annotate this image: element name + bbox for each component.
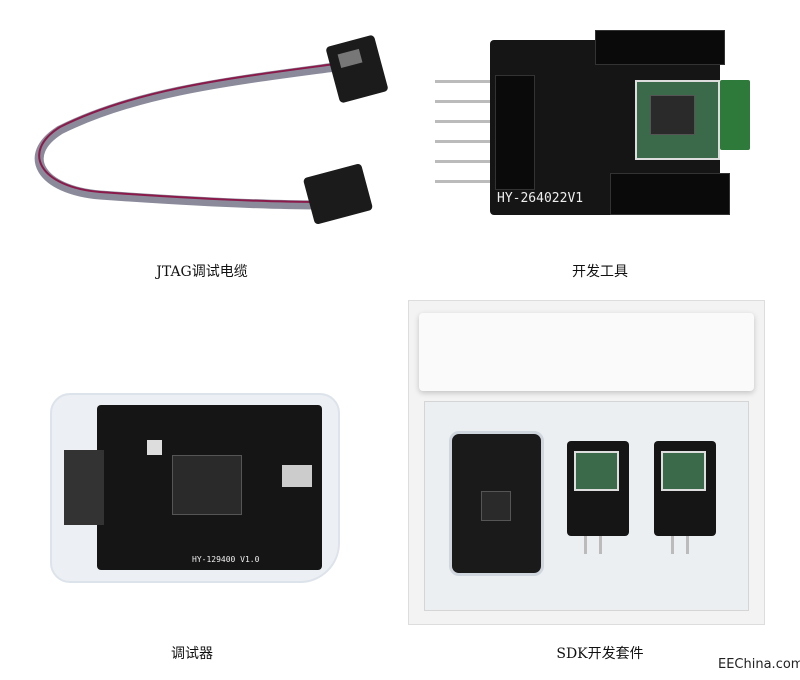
caption-dev-tool: 开发工具	[572, 264, 628, 280]
watermark: EEChina.com	[718, 657, 800, 672]
caption-debugger: 调试器	[171, 646, 213, 662]
caption-sdk-kit: SDK开发套件	[556, 646, 644, 662]
caption-jtag-cable: JTAG调试电缆	[156, 264, 248, 280]
sdk-kit-photo	[408, 300, 765, 625]
dev-tool-board-label: HY-264022V1	[497, 191, 584, 206]
jtag-cable-photo	[20, 20, 400, 230]
dev-tool-photo: HY-264022V1	[435, 25, 750, 215]
debugger-board-label: HY-129400 V1.0	[192, 555, 260, 564]
debugger-photo: HY-129400 V1.0	[50, 393, 340, 583]
jtag-cable-illustration	[34, 35, 388, 225]
